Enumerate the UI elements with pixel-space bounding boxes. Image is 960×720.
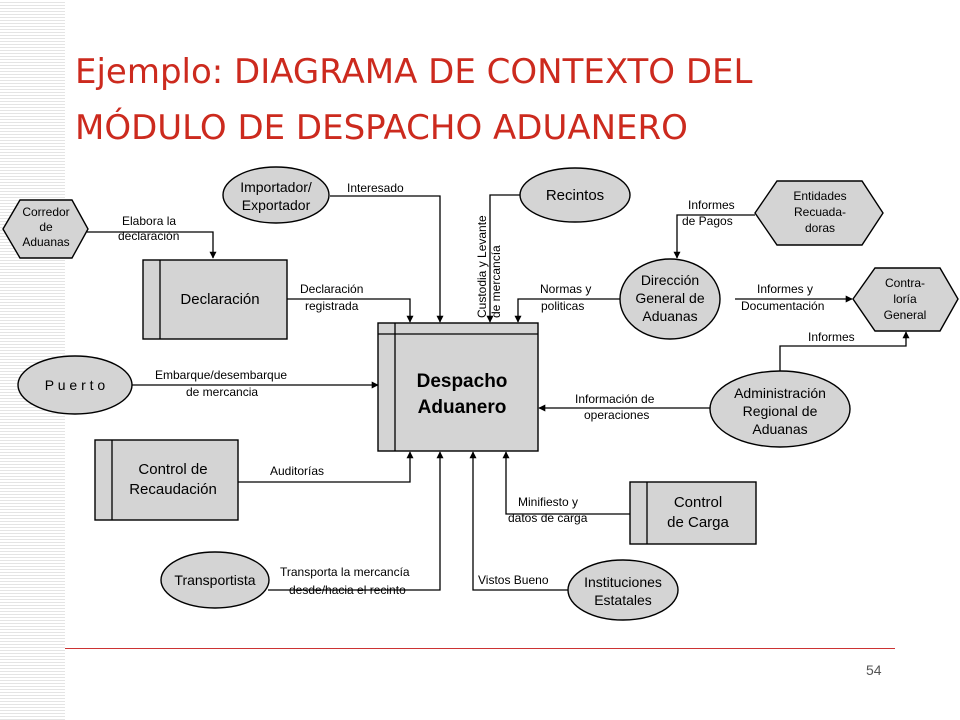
slide-title: Ejemplo: DIAGRAMA DE CONTEXTO DEL MÓDULO… [75,44,935,156]
flow-label-informacion-2: operaciones [584,408,649,422]
node-label: Instituciones [584,574,662,590]
node-puerto[interactable]: P u e r t o [17,355,133,415]
flow-label-informes: Informes [808,330,855,344]
flow-label-elabora-2: declaración [118,229,179,243]
node-label: Aduanas [752,421,807,437]
flow-label-declaracion-2: registrada [305,299,359,313]
flow-informes-line [779,331,910,383]
footer-divider [65,648,895,649]
node-label: Despacho [417,371,508,392]
flow-label-embarque-2: de mercancia [186,385,258,399]
node-label: Aduanas [642,308,697,324]
node-label: Entidades [793,189,846,203]
title-line-2: MÓDULO DE DESPACHO ADUANERO [75,108,688,148]
node-importador-exportador[interactable]: Importador/ Exportador [222,166,330,224]
flow-lines [87,194,910,591]
node-label: Aduanero [418,397,507,418]
page-number: 54 [866,662,882,678]
node-label: Administración [734,385,826,401]
node-recintos[interactable]: Recintos [519,167,631,223]
node-control-carga[interactable]: Control de Carga [629,481,757,545]
node-label: doras [805,221,835,235]
flow-labels: Interesado Custodia y Levante de mercanc… [118,181,855,597]
node-label: de Carga [667,514,729,531]
node-entidades-recaudadoras[interactable]: Entidades Recuada- doras [754,180,884,246]
flow-label-declaracion-1: Declaración [300,282,363,296]
node-administracion-regional[interactable]: Administración Regional de Aduanas [709,370,851,448]
flow-label-informes-pagos-1: Informes [688,198,735,212]
flow-minifiesto-line [502,451,630,515]
node-label: Recintos [546,187,604,204]
node-despacho-aduanero[interactable]: Despacho Aduanero [377,322,539,452]
node-label: General [884,308,927,322]
node-label: P u e r t o [45,377,106,393]
node-label: Aduanas [22,235,69,249]
node-label: loría [893,292,917,306]
node-label: de [39,220,53,234]
flow-label-custodia-1: Custodia y Levante [475,215,489,318]
node-label: Dirección [641,272,699,288]
flow-label-transporta-2: desde/hacia el recinto [289,583,406,597]
node-corredor-aduanas[interactable]: Corredor de Aduanas [2,199,89,259]
node-label: Estatales [594,592,652,608]
node-label: Corredor [22,205,69,219]
node-direccion-general[interactable]: Dirección General de Aduanas [619,258,721,340]
node-label: Importador/ [240,179,312,195]
flow-label-embarque-1: Embarque/desembarque [155,368,287,382]
node-label: Transportista [174,572,255,588]
flow-declaracion-line [287,298,414,323]
node-label: Control de [138,461,207,478]
flow-label-normas-2: politicas [541,299,584,313]
node-instituciones-estatales[interactable]: Instituciones Estatales [567,559,679,621]
flow-informes-pagos-line [673,214,755,259]
flow-label-informacion-1: Información de [575,392,655,406]
flow-label-informes-doc-2: Documentación [741,299,824,313]
flow-label-normas-1: Normas y [540,282,591,296]
flow-label-minifiesto-2: datos de carga [508,511,588,525]
node-label: Recuada- [794,205,846,219]
flow-label-auditorias: Auditorías [270,464,324,478]
flow-label-vistos-bueno: Vistos Bueno [478,573,549,587]
node-contraloria-general[interactable]: Contra- loría General [852,267,959,332]
flow-label-informes-pagos-2: de Pagos [682,214,733,228]
title-line-1: Ejemplo: DIAGRAMA DE CONTEXTO DEL [75,52,753,92]
flow-auditorias-line [238,451,414,483]
flow-normas-line [514,298,620,323]
node-label: General de [635,290,704,306]
flow-label-informes-doc-1: Informes y [757,282,813,296]
flow-label-minifiesto-1: Minifiesto y [518,495,578,509]
node-control-recaudacion[interactable]: Control de Recaudación [94,439,239,521]
flow-custodia-line [486,194,520,323]
flow-vistos-line [469,451,568,591]
flow-elabora-line [87,231,217,259]
flow-interesado-line [330,195,444,323]
flow-label-elabora-1: Elabora la [122,214,176,228]
node-label: Exportador [242,197,311,213]
node-label: Declaración [180,291,259,308]
node-declaracion[interactable]: Declaración [142,259,288,340]
node-transportista[interactable]: Transportista [160,551,270,609]
node-label: Control [674,494,722,511]
flow-label-custodia-2: de mercancía [489,245,503,318]
flow-label-interesado: Interesado [347,181,404,195]
node-label: Regional de [743,403,818,419]
flow-transporta-line [268,451,444,591]
node-label: Recaudación [129,481,217,498]
node-label: Contra- [885,276,925,290]
flow-label-transporta-1: Transporta la mercancía [280,565,410,579]
